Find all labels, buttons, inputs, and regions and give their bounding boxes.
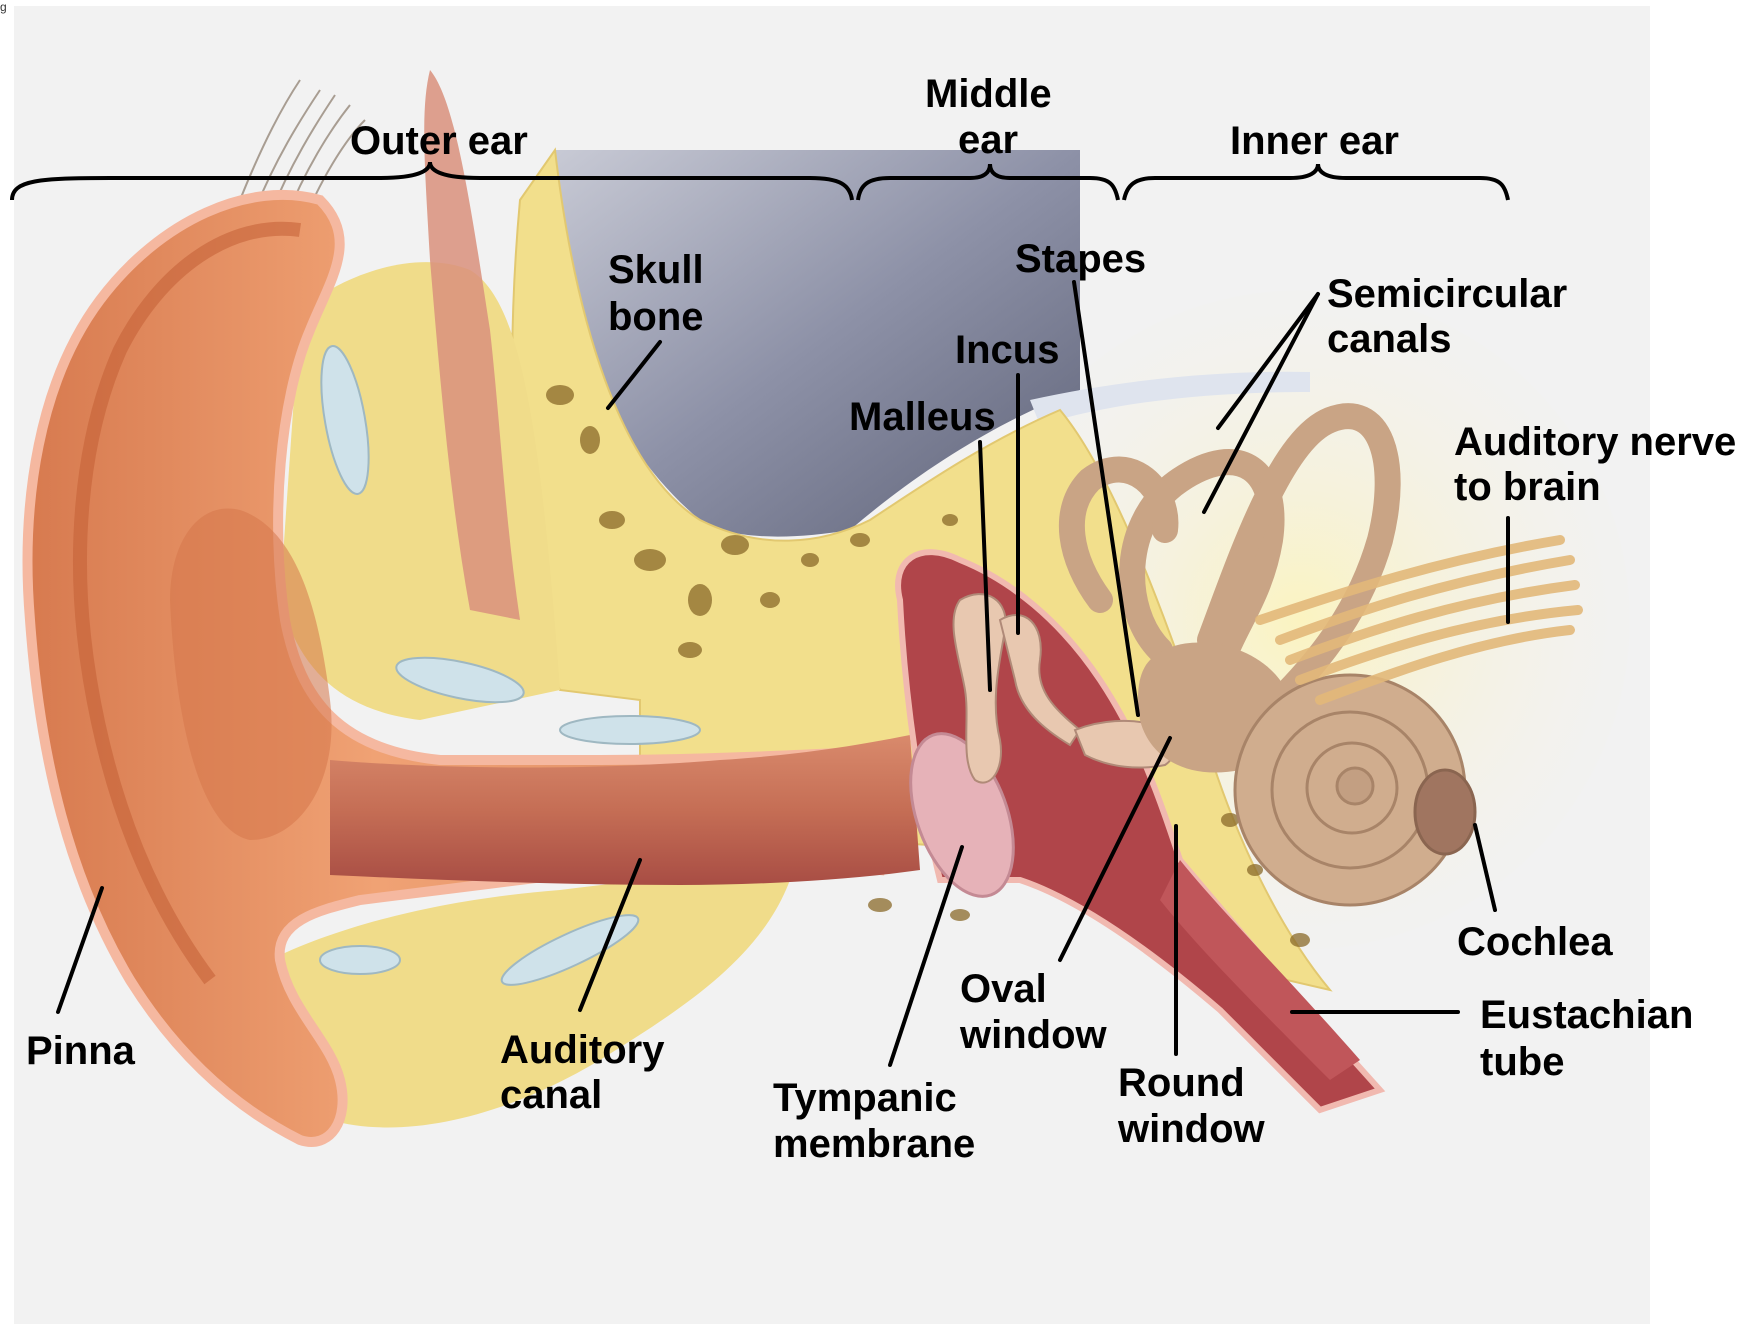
tympanic-membrane-label-line2: membrane: [773, 1122, 975, 1166]
round-window-label-line1: Round: [1118, 1061, 1245, 1105]
semicircular-canals-label-line2: canals: [1327, 317, 1452, 361]
middle-ear-title-line2: ear: [958, 118, 1018, 162]
tympanic-membrane-label-line1: Tympanic: [773, 1076, 957, 1120]
malleus-label: Malleus: [849, 395, 996, 439]
stapes-label: Stapes: [1015, 237, 1146, 281]
round-window-label-line2: window: [1117, 1107, 1266, 1151]
skull-bone-label-line1: Skull: [608, 248, 704, 292]
pinna-label: Pinna: [26, 1029, 136, 1073]
auditory-canal-label-line2: canal: [500, 1073, 602, 1117]
oval-window-label-line2: window: [959, 1013, 1108, 1057]
eustachian-tube-label-line2: tube: [1480, 1040, 1564, 1084]
outer-ear-title: Outer ear: [350, 119, 528, 163]
skull-bone-label-line2: bone: [608, 295, 704, 339]
inner-ear-title: Inner ear: [1230, 119, 1399, 163]
middle-ear-title-line1: Middle: [925, 72, 1052, 116]
auditory-canal-label-line1: Auditory: [500, 1028, 665, 1072]
incus-label: Incus: [955, 328, 1059, 372]
cochlea-label: Cochlea: [1457, 920, 1613, 964]
auditory-nerve-label-line2: to brain: [1454, 465, 1601, 509]
auditory-nerve-label-line1: Auditory nerve: [1454, 420, 1736, 464]
semicircular-canals-label-line1: Semicircular: [1327, 272, 1567, 316]
oval-window-label-line1: Oval: [960, 967, 1047, 1011]
eustachian-tube-label-line1: Eustachian: [1480, 993, 1693, 1037]
